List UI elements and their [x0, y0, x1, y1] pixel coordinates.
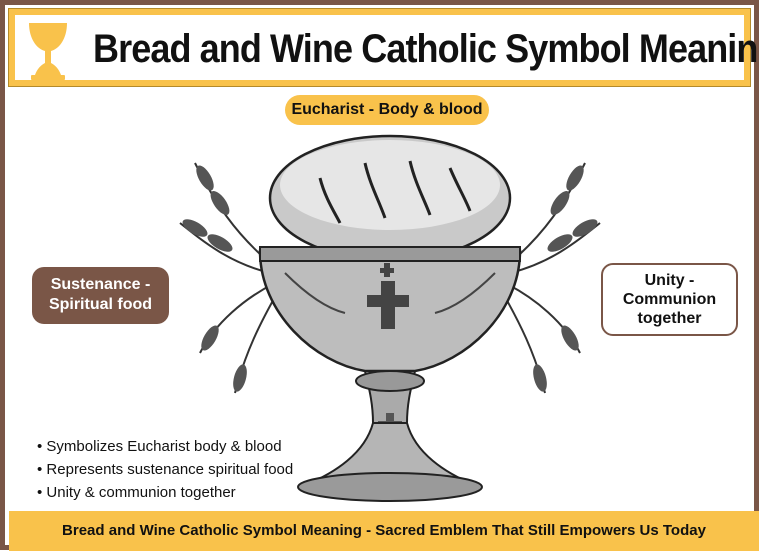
unity-line-2: Communion — [622, 291, 717, 308]
header-inner: Bread and Wine Catholic Symbol Meaning — [15, 15, 759, 80]
sustenance-line-2: Spiritual food — [48, 296, 153, 313]
chalice-icon — [29, 23, 67, 80]
page-title: Bread and Wine Catholic Symbol Meaning — [93, 27, 759, 71]
unity-line-3: together — [637, 310, 702, 327]
list-item: Represents sustenance spiritual food — [37, 458, 337, 481]
cross-icon — [367, 281, 409, 329]
bread-chalice-illustration — [179, 134, 601, 502]
list-item: Symbolizes Eucharist body & blood — [37, 435, 337, 458]
eucharist-badge: Eucharist - Body & blood — [285, 95, 489, 125]
unity-badge: Unity - Communion together — [601, 263, 738, 336]
meaning-list: Symbolizes Eucharist body & blood Repres… — [37, 435, 337, 504]
list-item: Unity & communion together — [37, 481, 337, 504]
header-banner: Bread and Wine Catholic Symbol Meaning — [8, 8, 759, 87]
chalice-cup-icon — [258, 246, 522, 502]
footer-banner: Bread and Wine Catholic Symbol Meaning -… — [9, 511, 759, 551]
bread-loaf-icon — [268, 134, 512, 262]
unity-line-1: Unity - — [644, 272, 695, 289]
sustenance-badge: Sustenance - Spiritual food — [32, 267, 169, 324]
sustenance-line-1: Sustenance - — [50, 276, 151, 293]
